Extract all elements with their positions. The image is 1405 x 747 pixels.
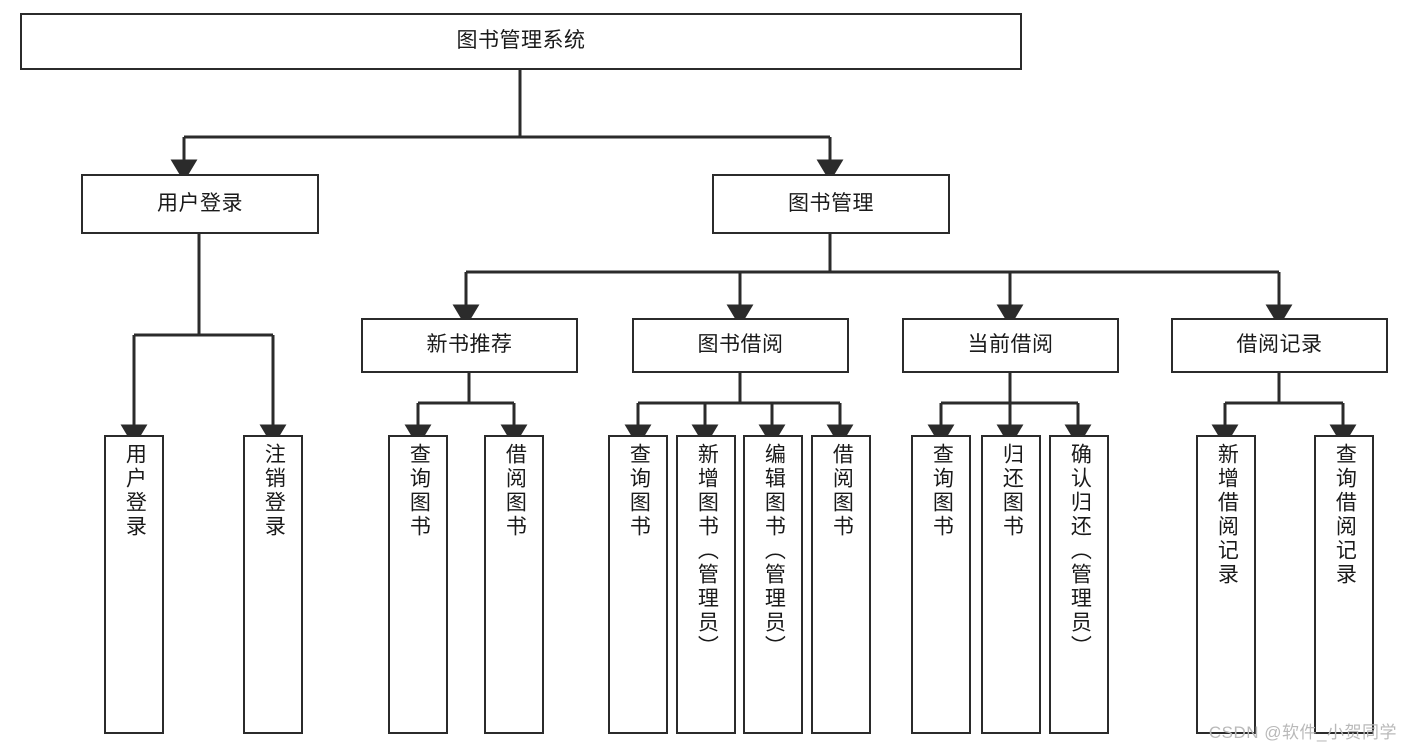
node-label: 借阅记录 xyxy=(1236,333,1323,357)
leaf-add-book[interactable]: 新增图书（管理员） xyxy=(676,435,736,734)
node-user-login[interactable]: 用户登录 xyxy=(81,174,319,234)
node-label: 查询图书 xyxy=(627,443,651,539)
leaf-return-book[interactable]: 归还图书 xyxy=(981,435,1041,734)
leaf-user-login[interactable]: 用户登录 xyxy=(104,435,164,734)
node-label: 确认归还（管理员） xyxy=(1068,443,1092,659)
leaf-borrow-book-newbook[interactable]: 借阅图书 xyxy=(484,435,544,734)
leaf-query-borrow-record[interactable]: 查询借阅记录 xyxy=(1314,435,1374,734)
node-label: 图书管理系统 xyxy=(456,29,586,53)
leaf-user-logout[interactable]: 注销登录 xyxy=(243,435,303,734)
node-label: 注销登录 xyxy=(262,443,286,539)
node-label: 查询借阅记录 xyxy=(1333,443,1357,587)
csdn-watermark: CSDN @软件_小贺同学 xyxy=(1208,723,1397,742)
leaf-confirm-return[interactable]: 确认归还（管理员） xyxy=(1049,435,1109,734)
node-label: 用户登录 xyxy=(123,443,147,539)
node-label: 编辑图书（管理员） xyxy=(762,443,786,659)
node-label: 借阅图书 xyxy=(503,443,527,539)
leaf-query-book-current[interactable]: 查询图书 xyxy=(911,435,971,734)
node-label: 新书推荐 xyxy=(426,333,513,357)
node-label: 用户登录 xyxy=(157,191,243,215)
leaf-borrow-book-borrow[interactable]: 借阅图书 xyxy=(811,435,871,734)
node-new-book-recommend[interactable]: 新书推荐 xyxy=(361,318,578,373)
node-label: 查询图书 xyxy=(407,443,431,539)
node-label: 当前借阅 xyxy=(967,333,1054,357)
leaf-query-book-borrow[interactable]: 查询图书 xyxy=(608,435,668,734)
node-label: 查询图书 xyxy=(930,443,954,539)
node-current-borrow[interactable]: 当前借阅 xyxy=(902,318,1119,373)
node-label: 图书借阅 xyxy=(697,333,784,357)
leaf-query-book-newbook[interactable]: 查询图书 xyxy=(388,435,448,734)
node-label: 新增图书（管理员） xyxy=(695,443,719,659)
node-book-management-system[interactable]: 图书管理系统 xyxy=(20,13,1022,70)
node-label: 借阅图书 xyxy=(830,443,854,539)
node-borrow-records[interactable]: 借阅记录 xyxy=(1171,318,1388,373)
node-book-borrow[interactable]: 图书借阅 xyxy=(632,318,849,373)
leaf-add-borrow-record[interactable]: 新增借阅记录 xyxy=(1196,435,1256,734)
leaf-edit-book[interactable]: 编辑图书（管理员） xyxy=(743,435,803,734)
node-book-management[interactable]: 图书管理 xyxy=(712,174,950,234)
node-label: 归还图书 xyxy=(1000,443,1024,539)
node-label: 图书管理 xyxy=(788,191,874,215)
node-label: 新增借阅记录 xyxy=(1215,443,1239,587)
